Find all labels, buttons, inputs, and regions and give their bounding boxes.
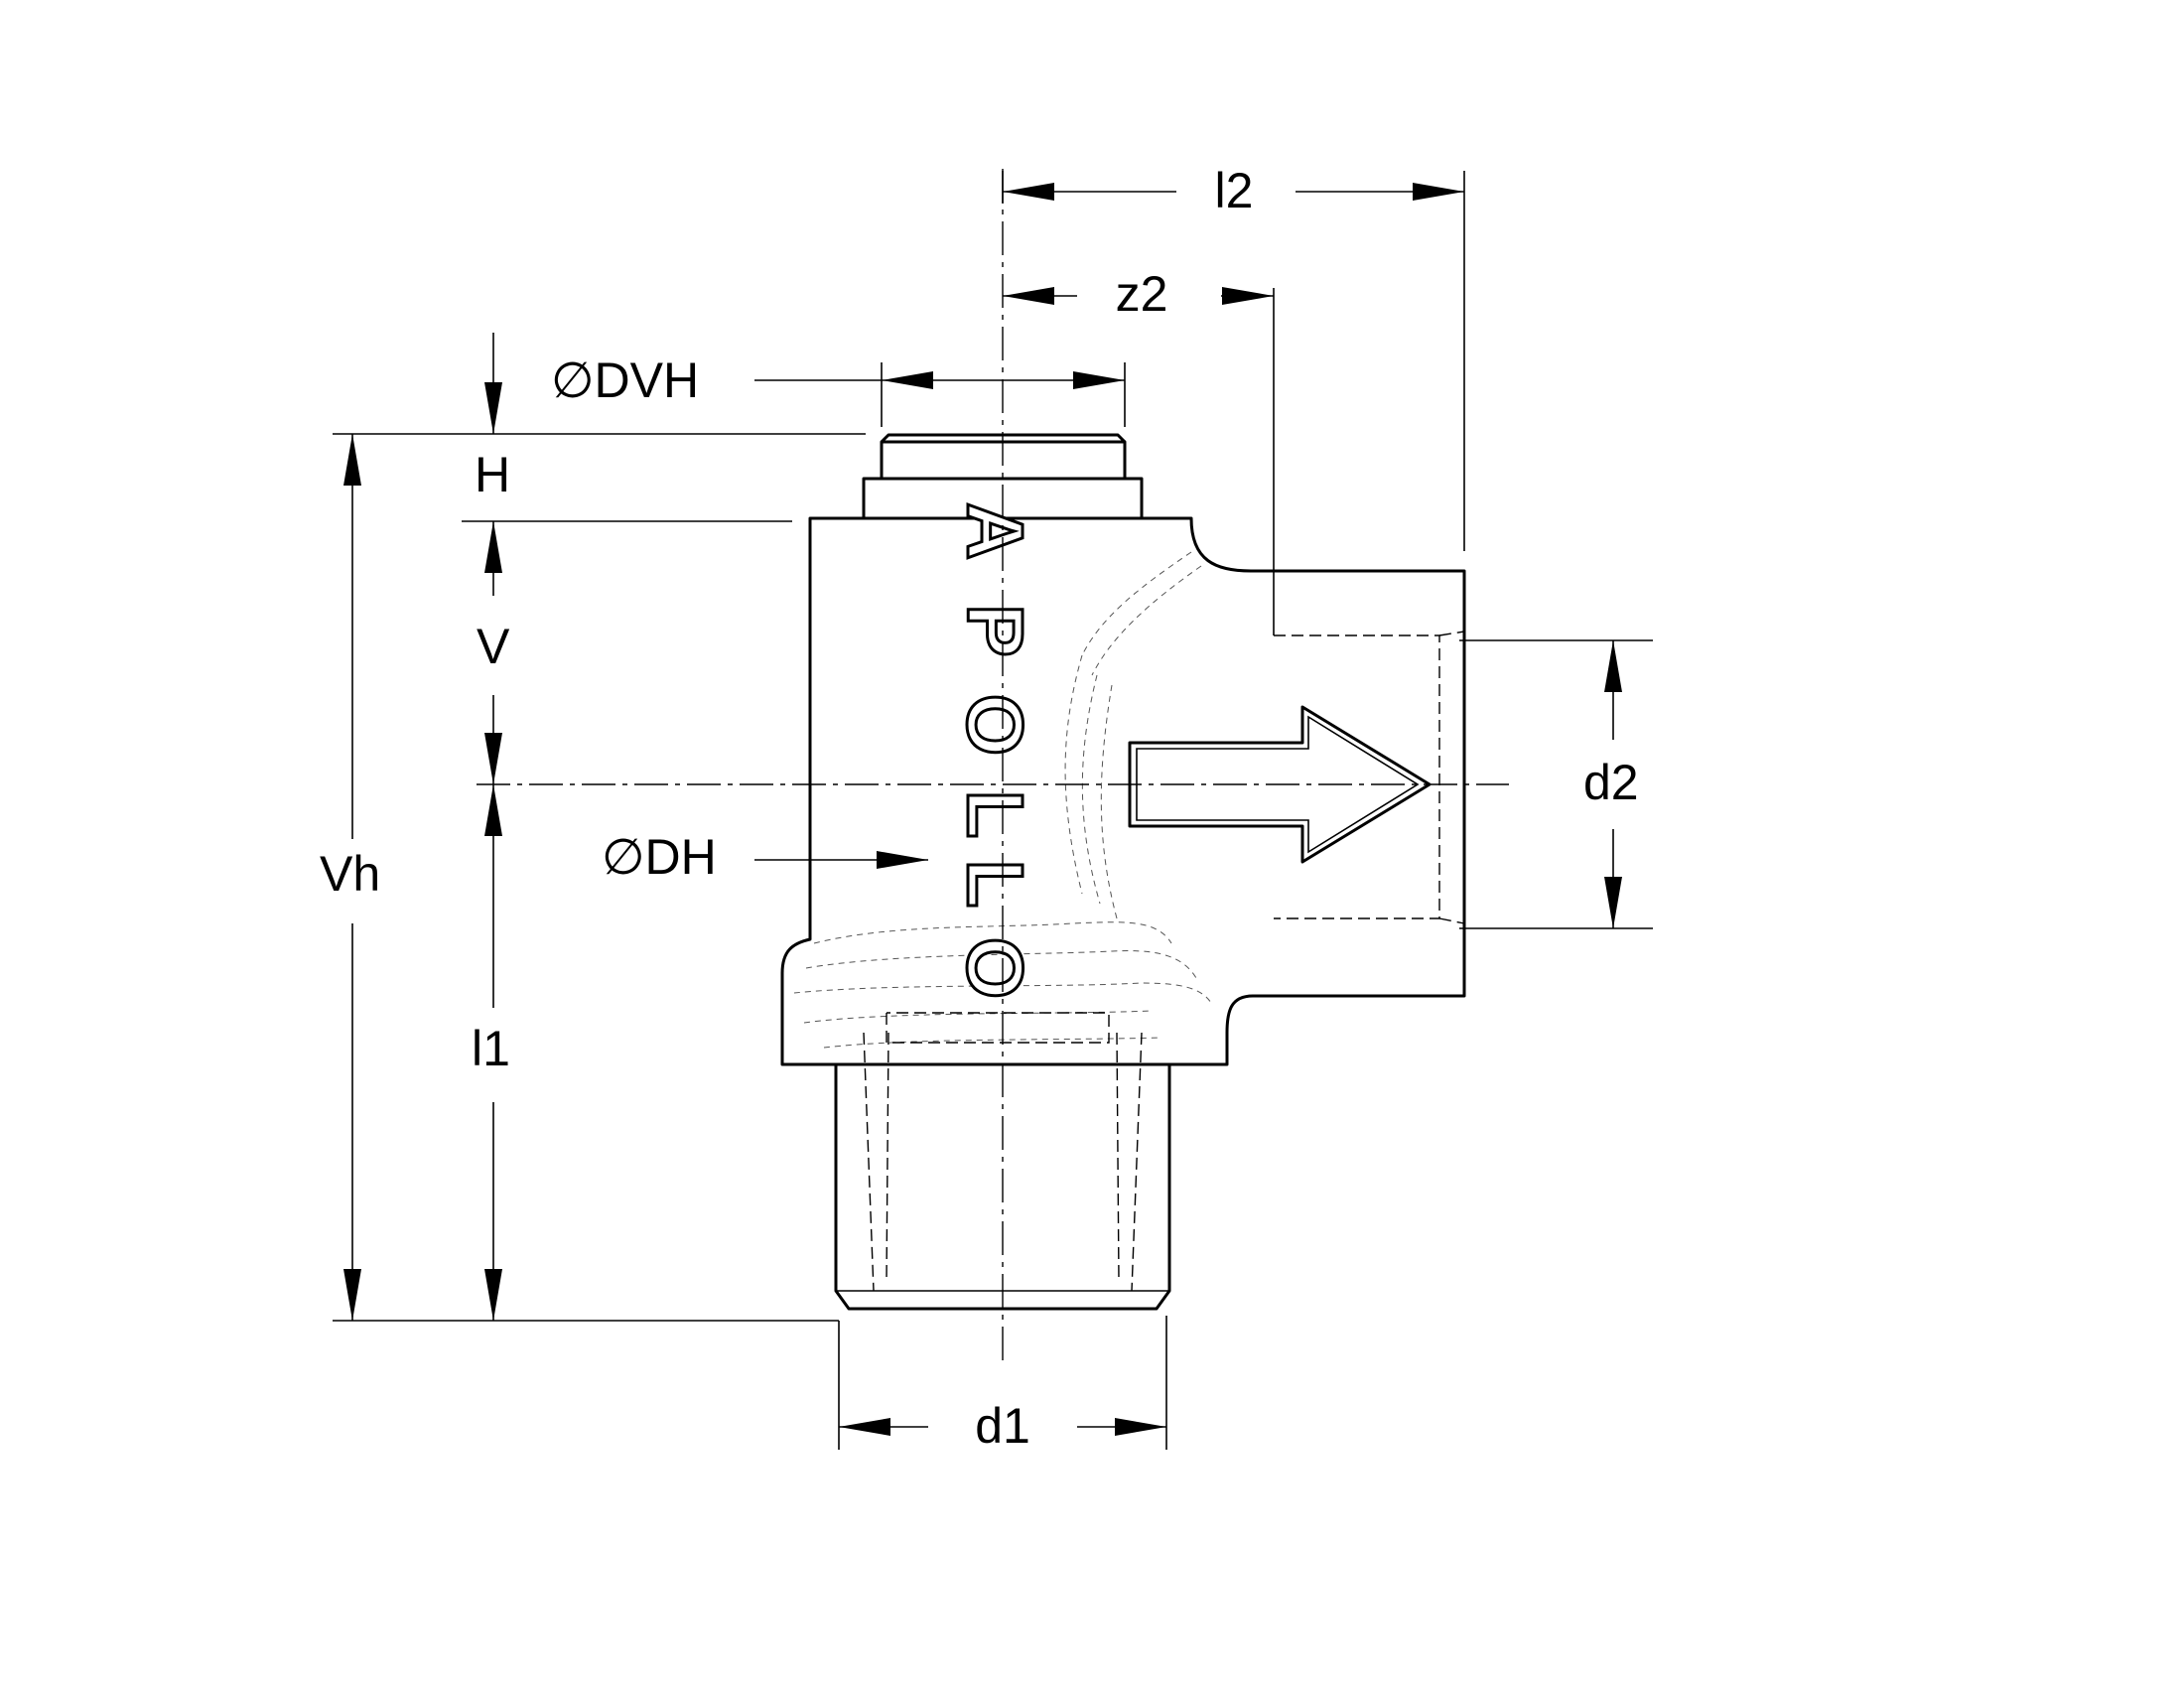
label-l1: l1 — [472, 1021, 510, 1076]
dim-h — [484, 333, 502, 434]
label-z2: z2 — [1116, 266, 1168, 322]
logo-letter-5: L — [951, 860, 1039, 909]
label-dvh: ∅DVH — [551, 352, 699, 408]
label-vh: Vh — [320, 846, 380, 902]
logo-letter-3: O — [951, 694, 1039, 756]
dim-l2 — [1003, 183, 1464, 201]
logo-letter-4: L — [951, 790, 1039, 839]
flow-arrow-icon — [1128, 705, 1432, 864]
dim-l1 — [484, 784, 502, 1321]
dim-vh — [343, 434, 361, 1321]
valve-body — [780, 433, 1466, 1311]
dim-d2 — [1604, 640, 1622, 928]
dim-dvh — [754, 371, 1125, 389]
apollo-logo: A P O L L O — [950, 501, 1041, 1001]
center-lines — [477, 169, 1509, 1365]
label-d2: d2 — [1583, 755, 1639, 810]
dim-dh — [754, 851, 928, 869]
label-d1: d1 — [975, 1398, 1030, 1454]
label-v: V — [477, 619, 510, 674]
dim-v — [484, 521, 502, 784]
label-dh: ∅DH — [602, 829, 717, 885]
label-h: H — [475, 447, 510, 502]
extension-lines — [333, 171, 1653, 1450]
logo-letter-1: A — [951, 502, 1039, 560]
label-l2: l2 — [1215, 163, 1254, 218]
logo-letter-6: O — [951, 937, 1039, 999]
dimension-labels: l2 z2 ∅DVH H V Vh ∅DH l1 d1 d2 — [320, 163, 1639, 1454]
body-outline — [780, 516, 1466, 1066]
logo-letter-2: P — [951, 604, 1039, 656]
dim-z2 — [1003, 287, 1274, 305]
dimension-lines — [343, 183, 1622, 1436]
dim-d1 — [839, 1418, 1166, 1436]
